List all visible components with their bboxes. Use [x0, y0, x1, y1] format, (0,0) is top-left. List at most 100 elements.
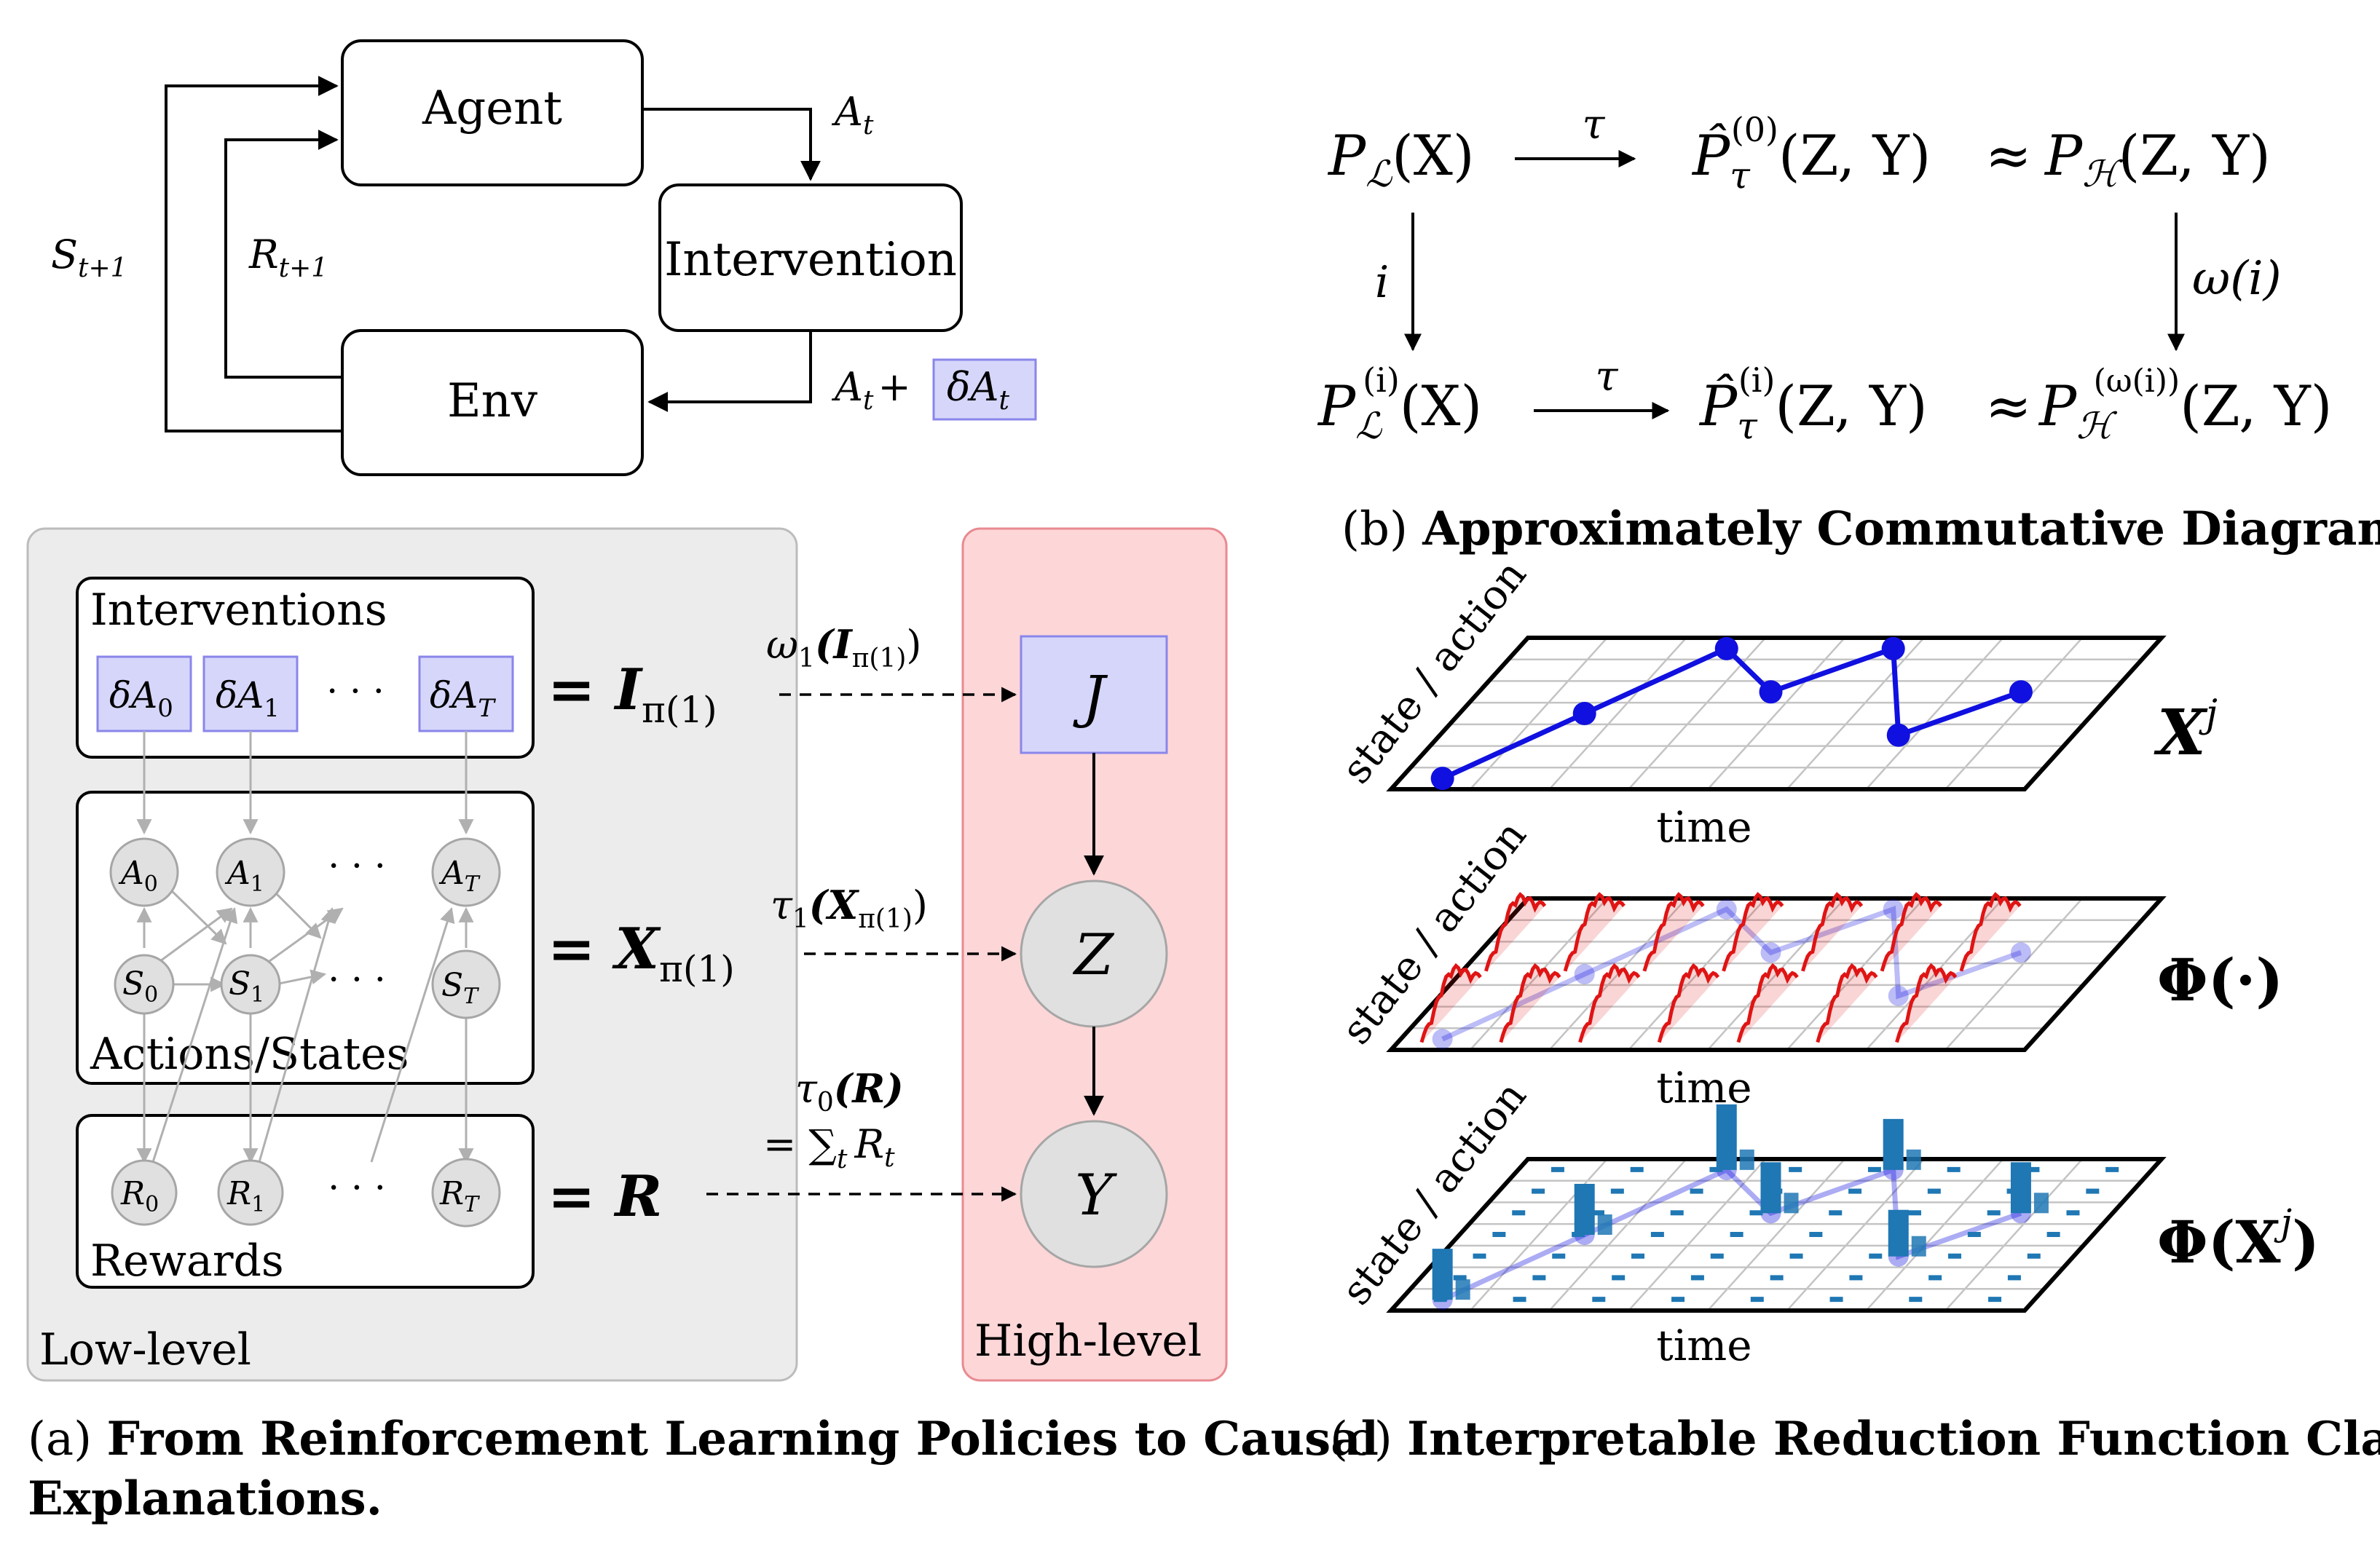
panel-1-grid-time-2 — [1548, 637, 1687, 790]
panel-3-small-bar-4-1 — [1770, 1275, 1784, 1281]
panel-3-small-bar-5-2 — [1869, 1253, 1883, 1259]
panel-1-y-label: state / action — [1333, 551, 1536, 792]
panel-1-label: Xj — [2154, 692, 2218, 770]
rl-loop: Agent Intervention Env At At+ δAt St+1 R… — [51, 39, 1037, 476]
top-right-term: Pℋ(Z, Y) — [2044, 123, 2271, 195]
panel-2-kernel-fill-4-0 — [1738, 965, 1797, 1043]
panel-2-kernel-fill-2-0 — [1580, 965, 1639, 1043]
panel-3-tall-bar-4 — [1883, 1118, 1904, 1170]
tau-bot-label: τ — [1596, 353, 1619, 400]
panel-3-small-bar-3-4 — [1749, 1210, 1763, 1216]
panel-3-small-bar-7-0 — [1988, 1297, 2002, 1303]
panel-3-small-bar-2-3 — [1650, 1232, 1664, 1237]
state-node-1 — [220, 954, 281, 1015]
reward-node-1 — [217, 1159, 284, 1226]
panel-3-small-bar-5-1 — [1849, 1275, 1863, 1281]
panel-3-tall-bar-6 — [2010, 1162, 2031, 1214]
panel-3-tall-bar-1 — [1574, 1184, 1595, 1235]
reward-feedback-arrow — [224, 130, 342, 379]
panel-3-small-bar-2-6 — [1709, 1166, 1723, 1172]
bot-left-term: Pℒ(i)(X) — [1317, 360, 1482, 447]
panel-3-small-bar-3-2 — [1710, 1253, 1724, 1259]
intervention-node-t-label: δAT — [430, 674, 496, 723]
panel-3-small-bar-1-6 — [1630, 1166, 1644, 1172]
panel-3-side-bar-3 — [1784, 1193, 1799, 1214]
panel-3-small-bar-3-0 — [1671, 1297, 1685, 1303]
panel-2-kernel-fill-3-0 — [1659, 965, 1719, 1043]
panel-3-small-bar-7-6 — [2105, 1166, 2119, 1172]
rewards-box — [76, 1114, 535, 1289]
high-level-label: High-level — [974, 1316, 1202, 1367]
caption-a-line-2: Explanations. — [28, 1471, 382, 1526]
action-node-t-label: AT — [438, 855, 481, 897]
panel-1-trajectory-point-6 — [2009, 680, 2033, 704]
top-mid-term: P̂τ(0)(Z, Y) — [1691, 110, 1931, 197]
panel-3-small-bar-6-2 — [1948, 1253, 1962, 1259]
panel-3-small-bar-7-1 — [2007, 1275, 2021, 1281]
state-dots: · · · — [328, 958, 385, 1000]
panel-3-small-bar-2-0 — [1592, 1297, 1606, 1303]
panel-3-small-bar-0-3 — [1492, 1232, 1506, 1237]
panel-3-small-bar-7-3 — [2046, 1232, 2060, 1237]
panel-3-small-bar-2-2 — [1631, 1253, 1645, 1259]
panel-3-side-bar-6 — [2033, 1193, 2049, 1214]
action-dots: · · · — [328, 845, 385, 887]
env-box — [341, 329, 644, 476]
panel-3-tall-bar-5 — [1888, 1209, 1909, 1257]
panel-2-label: Φ(·) — [2157, 946, 2283, 1014]
panel-3-tall-bar-2 — [1716, 1104, 1737, 1170]
panel-2-kernel-fill-6-0 — [1896, 965, 1956, 1043]
panel-3-small-bar-4-0 — [1750, 1297, 1764, 1303]
panel-1-frame — [1386, 636, 2167, 791]
agent-box — [341, 39, 644, 186]
action-node-0 — [109, 837, 179, 907]
delta-action-box — [932, 358, 1037, 421]
modified-action-label: At+ — [831, 364, 911, 416]
top-left-term: Pℒ(X) — [1327, 123, 1475, 195]
high-node-z-label: Z — [1072, 922, 1115, 988]
causal-model: Low-level High-level Interventions δA0 δ… — [26, 527, 1228, 1382]
panel-1-trajectory-point-1 — [1572, 702, 1596, 725]
panel-2-kernel-fill-3-1 — [1723, 894, 1783, 971]
i-label: i — [1375, 257, 1389, 308]
panel-3-small-bar-3-1 — [1690, 1275, 1704, 1281]
equals-x: = Xπ(1) — [548, 916, 735, 990]
reward-node-t — [431, 1158, 501, 1228]
panel-2-kernel-6-0 — [1895, 963, 1958, 1043]
panel-1-grid-time-1 — [1469, 637, 1608, 790]
panel-2-kernel-fill-0-1 — [1486, 894, 1545, 971]
panel-3-small-bar-1-1 — [1532, 1275, 1546, 1281]
panel-3-side-bar-2 — [1739, 1149, 1754, 1170]
state-node-t-label: ST — [441, 967, 479, 1009]
panel-2-trajectory-point-1 — [1574, 964, 1595, 984]
panel-2-kernel-fill-6-1 — [1961, 894, 2020, 971]
dependency-arrows — [136, 731, 474, 1164]
panel-3-side-bar-0 — [1455, 1279, 1470, 1300]
state-node-0-label: S0 — [122, 965, 158, 1008]
panel-3-grid-time-2 — [1548, 1158, 1687, 1311]
panel-1-trajectory-point-5 — [1886, 723, 1910, 747]
panel-2-kernel-fill-2-1 — [1644, 894, 1703, 971]
captions: (a) From Reinforcement Learning Policies… — [28, 502, 2380, 1526]
panel-2-kernel-4-0 — [1736, 963, 1799, 1043]
reward-node-0-label: R0 — [120, 1175, 159, 1217]
panel-3-small-bar-7-4 — [2066, 1210, 2080, 1216]
panel-1-trajectory-point-2 — [1714, 636, 1738, 660]
low-level-label: Low-level — [39, 1324, 251, 1375]
panel-2-kernel-0-0 — [1419, 963, 1482, 1043]
intervention-node-0 — [96, 655, 192, 732]
tau0-map-label: τ0(R) — [795, 1065, 904, 1118]
tau-top-label: τ — [1583, 101, 1606, 149]
panel-3-small-bar-1-5 — [1610, 1188, 1624, 1194]
panel-2-trajectory-point-0 — [1432, 1029, 1453, 1050]
panel-2-kernel-2-0 — [1578, 963, 1641, 1043]
panel-2-kernel-3-0 — [1657, 963, 1720, 1043]
caption-b: (b) Approximately Commutative Diagram. — [1341, 502, 2380, 556]
panel-kernels — [1386, 892, 2167, 1052]
panel-3-small-bar-6-3 — [1967, 1232, 1981, 1237]
panel-3-small-bar-3-3 — [1730, 1232, 1743, 1237]
panel-3-small-bar-1-2 — [1552, 1253, 1566, 1259]
panel-2-x-label: time — [1656, 1063, 1751, 1113]
panel-3-small-bar-0-4 — [1512, 1210, 1526, 1216]
panel-3-small-bar-6-6 — [2026, 1166, 2040, 1172]
